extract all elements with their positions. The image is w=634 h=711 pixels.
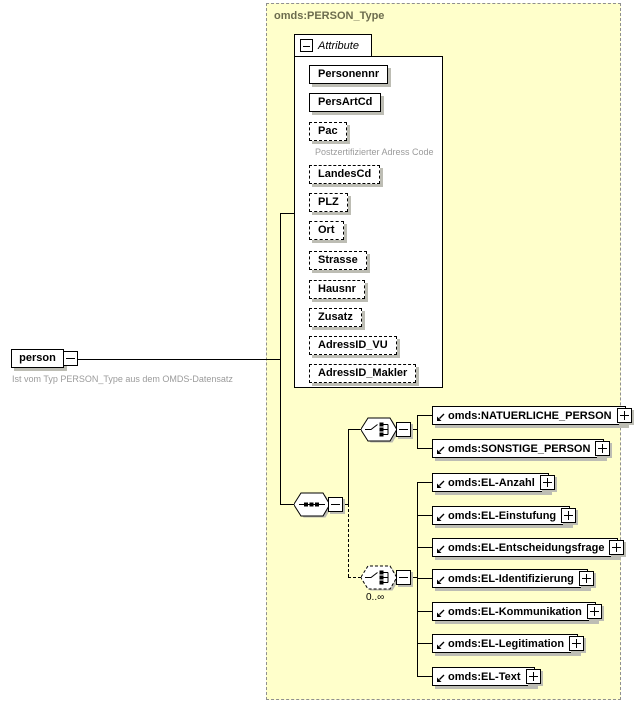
element-natuerliche-person[interactable]: omds:NATUERLICHE_PERSON	[432, 406, 632, 425]
element-el-text[interactable]: omds:EL-Text	[432, 667, 541, 686]
element-label: omds:EL-Entscheidungsfrage	[448, 541, 605, 554]
element-reference-arrow-icon	[437, 576, 445, 584]
attribute-label: Personennr	[318, 68, 380, 80]
complex-type-title: omds:PERSON_Type	[274, 10, 385, 22]
attribute-adressid-vu[interactable]: AdressID_VU	[309, 336, 397, 355]
choice-compositor-icon[interactable]	[360, 417, 399, 445]
attribute-zusatz[interactable]: Zusatz	[309, 308, 362, 327]
element-reference-arrow-icon	[437, 609, 445, 617]
connector-line	[342, 504, 348, 505]
connector-line-optional	[348, 577, 361, 578]
element-el-entscheidungsfrage[interactable]: omds:EL-Entscheidungsfrage	[432, 538, 625, 557]
connector-line	[417, 515, 432, 516]
attribute-persartcd[interactable]: PersArtCd	[309, 93, 382, 112]
attribute-label: AdressID_VU	[318, 339, 388, 351]
element-label: omds:EL-Identifizierung	[448, 572, 574, 585]
connector-line	[417, 448, 432, 449]
connector-line	[417, 482, 432, 483]
connector-line	[417, 482, 418, 677]
connector-line	[417, 415, 432, 416]
minus-icon[interactable]	[396, 422, 411, 437]
minus-icon[interactable]	[63, 351, 78, 366]
connector-line	[411, 429, 417, 430]
minus-icon[interactable]	[396, 570, 411, 585]
plus-icon[interactable]	[609, 540, 625, 555]
element-label: omds:EL-Text	[448, 670, 521, 683]
attribute-label: Pac	[318, 125, 338, 137]
attribute-label: AdressID_Makler	[318, 367, 408, 379]
connector-line	[280, 504, 294, 505]
attribute-adressid-makler[interactable]: AdressID_Makler	[309, 364, 417, 383]
element-reference-arrow-icon	[437, 413, 445, 421]
attribute-label: Hausnr	[318, 283, 356, 295]
element-label: omds:EL-Kommunikation	[448, 605, 582, 618]
connector-line	[417, 415, 418, 449]
connector-line-optional	[348, 504, 349, 577]
connector-line	[417, 643, 432, 644]
root-element-person[interactable]: person	[11, 349, 64, 368]
plus-icon[interactable]	[595, 441, 611, 456]
element-el-anzahl[interactable]: omds:EL-Anzahl	[432, 473, 555, 492]
attribute-label: Zusatz	[318, 311, 353, 323]
minus-icon[interactable]	[328, 497, 343, 512]
plus-icon[interactable]	[586, 604, 602, 619]
plus-icon[interactable]	[539, 475, 555, 490]
element-label: omds:EL-Anzahl	[448, 476, 535, 489]
connector-line	[280, 213, 294, 214]
choice-compositor-icon-optional[interactable]	[360, 565, 399, 593]
plus-icon[interactable]	[525, 669, 541, 684]
plus-icon[interactable]	[561, 508, 577, 523]
attribute-label: Ort	[318, 224, 335, 236]
element-reference-arrow-icon	[437, 641, 445, 649]
element-reference-arrow-icon	[437, 513, 445, 521]
occurrence-label: 0..∞	[366, 592, 385, 603]
attribute-ort[interactable]: Ort	[309, 221, 344, 240]
plus-icon[interactable]	[569, 636, 585, 651]
attributes-tab-label: Attribute	[318, 39, 359, 52]
attribute-label: Strasse	[318, 254, 358, 266]
element-reference-arrow-icon	[437, 480, 445, 488]
element-label: omds:EL-Einstufung	[448, 509, 557, 522]
attribute-label: PLZ	[318, 196, 339, 208]
element-label: omds:EL-Legitimation	[448, 637, 565, 650]
element-reference-arrow-icon	[437, 446, 445, 454]
element-label: omds:NATUERLICHE_PERSON	[448, 409, 612, 422]
element-reference-arrow-icon	[437, 545, 445, 553]
element-reference-arrow-icon	[437, 674, 445, 682]
connector-line	[417, 676, 432, 677]
connector-line	[411, 577, 417, 578]
minus-icon[interactable]	[300, 39, 313, 52]
element-el-einstufung[interactable]: omds:EL-Einstufung	[432, 506, 577, 525]
connector-line	[417, 578, 432, 579]
attributes-tab[interactable]: Attribute	[294, 34, 372, 57]
connector-line	[417, 611, 432, 612]
connector-line	[280, 213, 281, 505]
attribute-landescd[interactable]: LandesCd	[309, 165, 381, 184]
connector-line	[348, 429, 361, 430]
attribute-personennr[interactable]: Personennr	[309, 65, 389, 84]
root-element-annotation: Ist vom Typ PERSON_Type aus dem OMDS-Dat…	[12, 374, 233, 384]
connector-line	[76, 359, 280, 360]
attribute-plz[interactable]: PLZ	[309, 193, 348, 212]
element-el-kommunikation[interactable]: omds:EL-Kommunikation	[432, 602, 602, 621]
sequence-compositor-icon[interactable]	[293, 492, 332, 520]
attribute-label: PersArtCd	[318, 96, 373, 108]
connector-line	[348, 429, 349, 505]
connector-line	[417, 547, 432, 548]
root-element-label: person	[19, 352, 56, 364]
element-label: omds:SONSTIGE_PERSON	[448, 442, 591, 455]
plus-icon[interactable]	[578, 571, 594, 586]
element-el-identifizierung[interactable]: omds:EL-Identifizierung	[432, 569, 594, 588]
plus-icon[interactable]	[616, 408, 632, 423]
attribute-pac-annotation: Postzertifizierter Adress Code	[315, 147, 434, 157]
attribute-label: LandesCd	[318, 168, 372, 180]
element-el-legitimation[interactable]: omds:EL-Legitimation	[432, 634, 585, 653]
attribute-strasse[interactable]: Strasse	[309, 251, 367, 270]
attribute-hausnr[interactable]: Hausnr	[309, 280, 365, 299]
attribute-pac[interactable]: Pac	[309, 122, 347, 141]
element-sonstige-person[interactable]: omds:SONSTIGE_PERSON	[432, 439, 611, 458]
